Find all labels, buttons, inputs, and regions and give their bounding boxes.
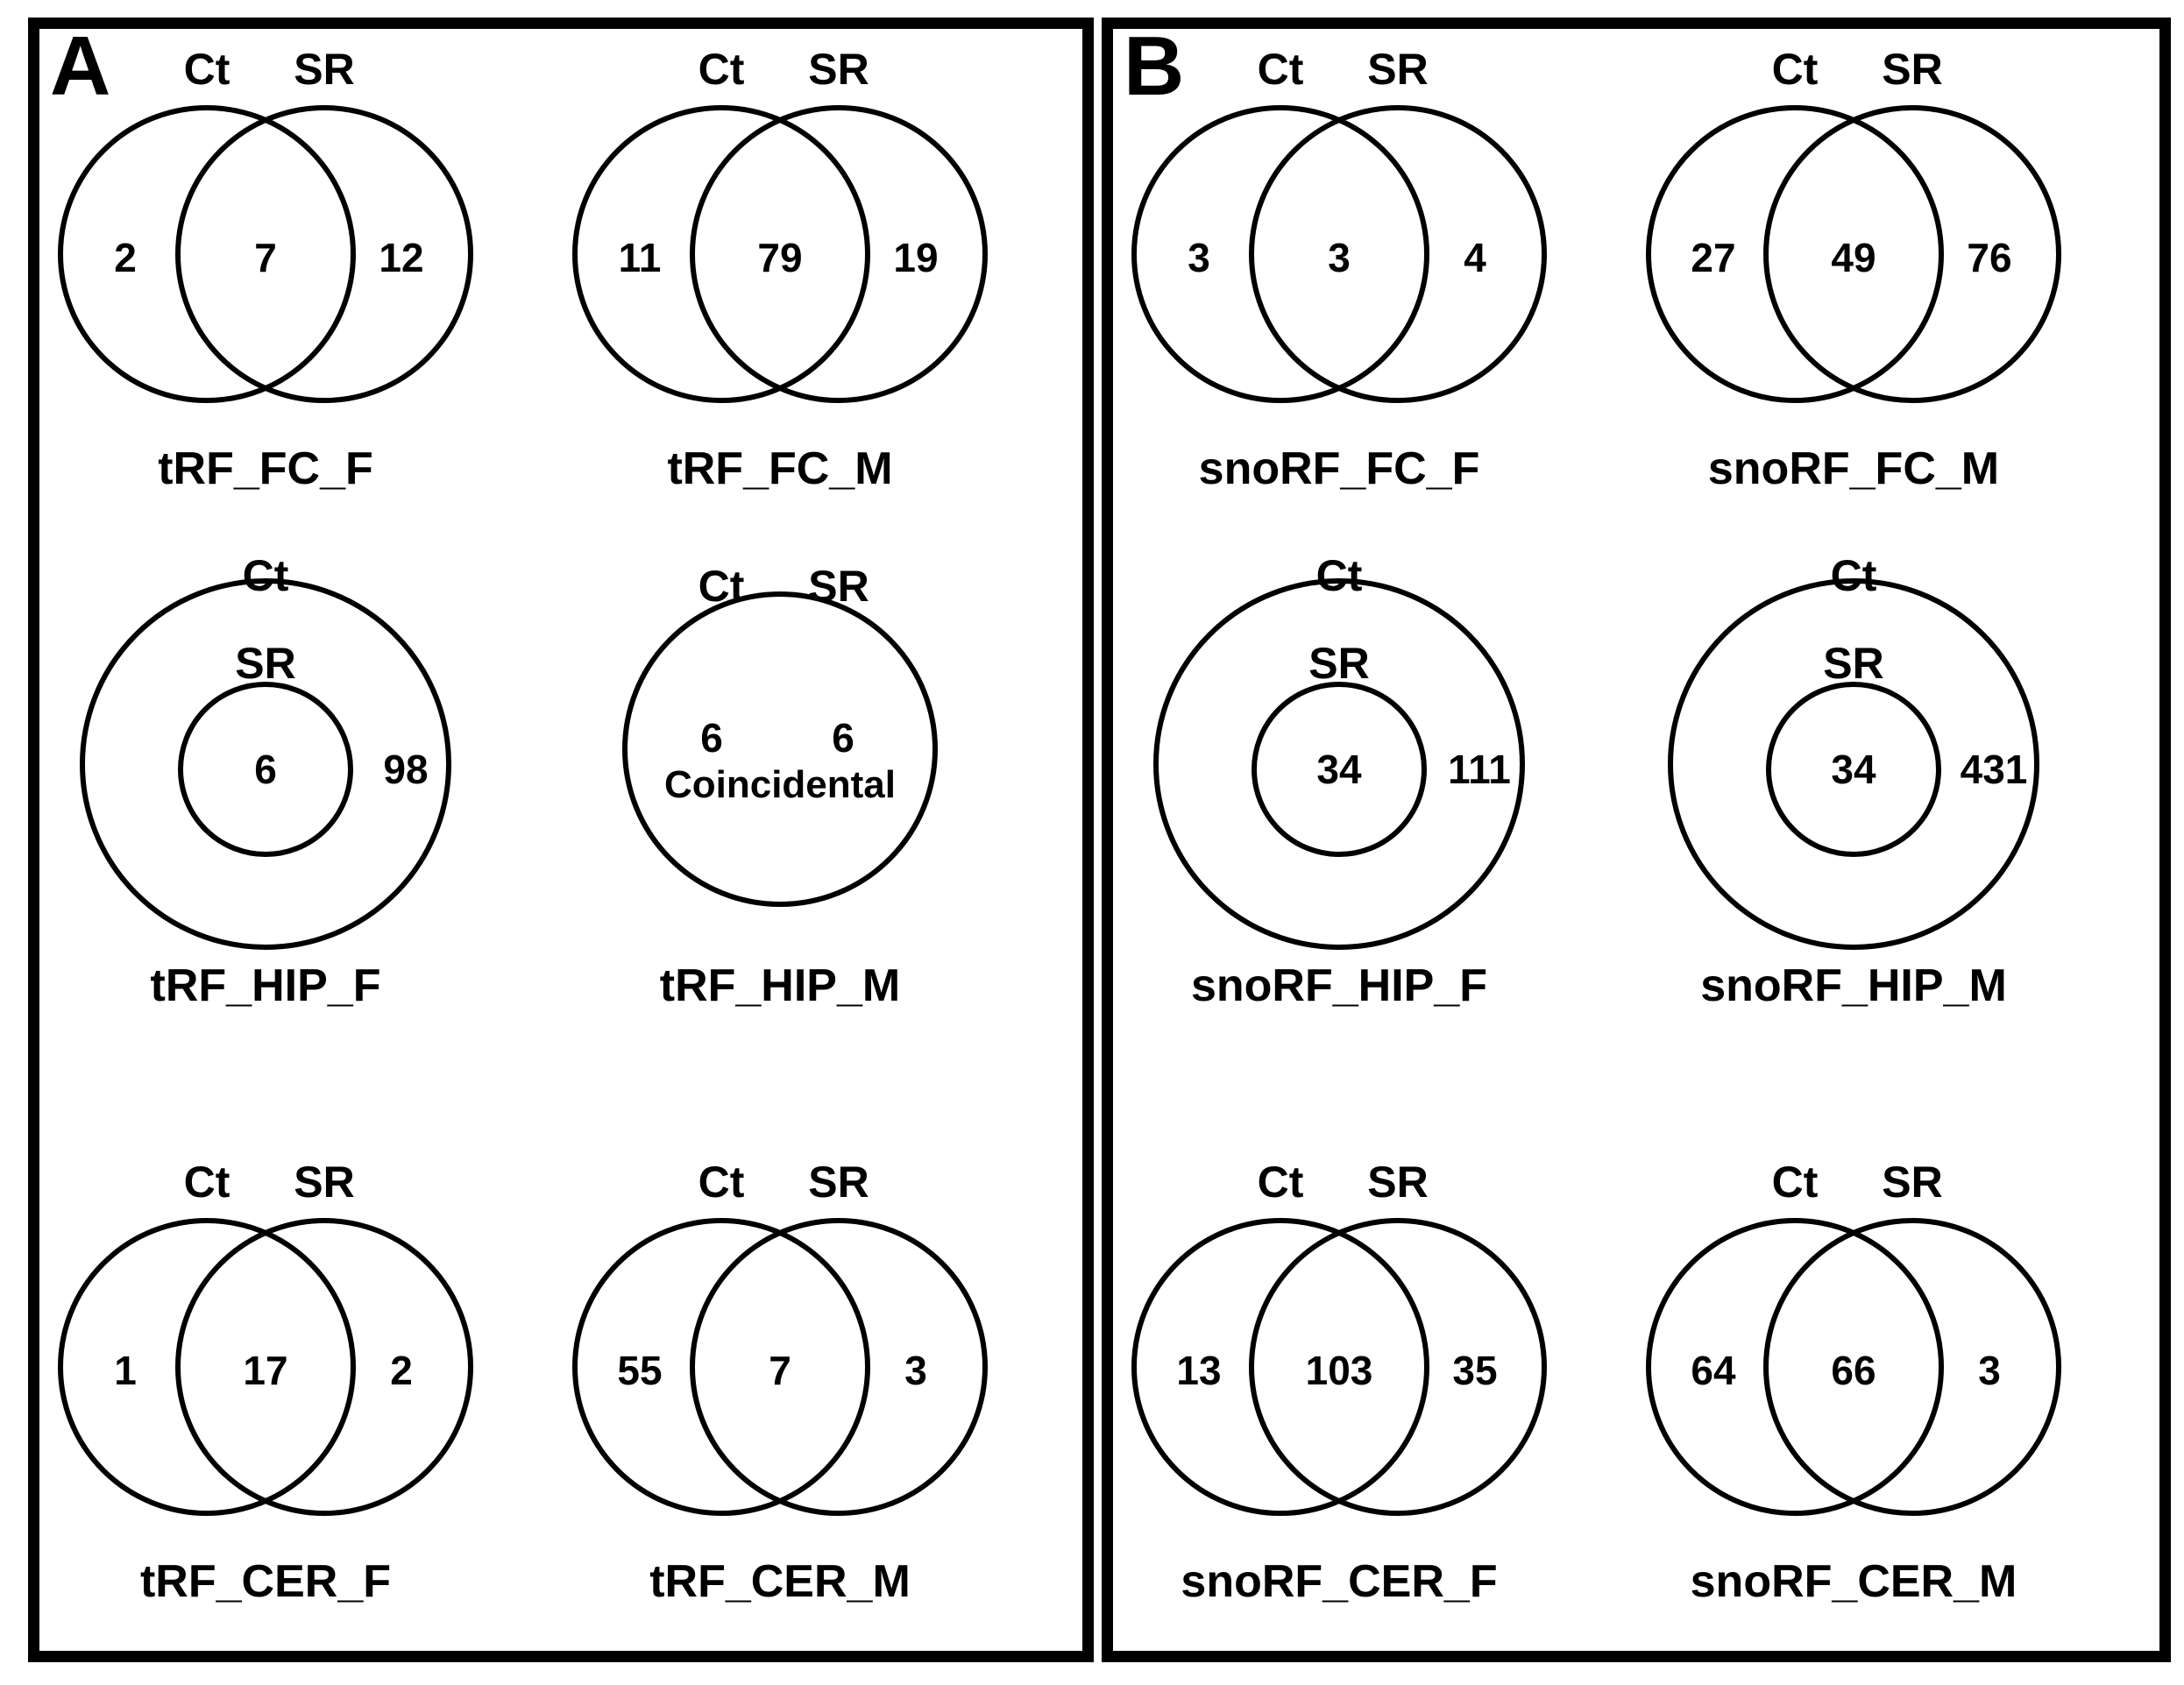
set-label-sr: SR [294,45,355,94]
sr-circle [175,105,473,403]
diagram-title: snoRF_HIP_F [1190,960,1488,1011]
set-label-ct: Ct [1257,45,1304,94]
count-ct-only: 64 [1691,1348,1736,1393]
count-ct-only: 2 [114,235,137,280]
venn-snorf-cer-f: Ct SR 13 103 35 snoRF_CER_F [1067,1155,1611,1663]
count-overlap: 7 [254,235,277,280]
set-label-ct: Ct [1771,45,1819,94]
count-overlap: 7 [769,1348,791,1393]
diagram-title: tRF_FC_M [667,443,893,494]
set-label-sr: SR [294,1158,355,1207]
sr-inner-circle [178,682,353,857]
diagram-title: snoRF_FC_M [1707,443,2000,494]
sr-circle [175,1218,473,1516]
coincidental-note: Coincidental [663,763,897,806]
set-label-sr: SR [1367,1158,1429,1207]
count-sr-only: 4 [1464,235,1486,280]
diagram-title: tRF_HIP_M [659,960,901,1011]
venn-trf-hip-f: Ct SR 6 98 tRF_HIP_F [0,551,537,1067]
diagram-title: tRF_CER_F [139,1556,392,1607]
count-inner: 6 [254,747,277,792]
count-sr-only: 12 [379,235,424,280]
sr-circle [1763,105,2061,403]
venn-snorf-hip-f: Ct SR 34 111 snoRF_HIP_F [1067,551,1611,1067]
sr-circle [690,1218,988,1516]
count-overlap: 66 [1831,1348,1876,1393]
count-ct: 6 [700,715,723,761]
ct-outer-circle [1153,578,1525,950]
diagram-title: tRF_FC_F [158,443,373,494]
coincidental-circle [622,591,938,907]
diagram-title: snoRF_HIP_M [1700,960,2007,1011]
diagram-title: snoRF_FC_F [1198,443,1480,494]
count-sr-only: 2 [390,1348,413,1393]
set-label-ct: Ct [183,45,230,94]
count-inner: 34 [1316,747,1362,792]
venn-trf-cer-f: Ct SR 1 17 2 tRF_CER_F [0,1155,537,1663]
ct-outer-circle [80,578,451,950]
set-label-sr: SR [808,45,869,94]
venn-trf-cer-m: Ct SR 55 7 3 tRF_CER_M [508,1155,1052,1663]
venn-trf-hip-m: Ct SR 6 6 Coincidental tRF_HIP_M [508,559,1052,1067]
count-overlap: 79 [757,235,803,280]
count-outer-only: 98 [383,747,429,792]
count-outer-only: 111 [1448,747,1511,792]
count-ct-only: 13 [1176,1348,1222,1393]
set-label-sr: SR [808,1158,869,1207]
set-label-ct: Ct [1257,1158,1304,1207]
count-overlap: 17 [243,1348,288,1393]
panel-b-letter: B [1124,19,1185,113]
count-sr-only: 76 [1967,235,2012,280]
count-sr: 6 [832,715,854,761]
venn-snorf-cer-m: Ct SR 64 66 3 snoRF_CER_M [1582,1155,2125,1663]
sr-inner-circle [1766,682,1941,857]
count-sr-only: 35 [1452,1348,1498,1393]
sr-circle [1763,1218,2061,1516]
set-label-ct: Ct [1771,1158,1819,1207]
sr-circle [1249,1218,1547,1516]
count-ct-only: 55 [617,1348,663,1393]
count-ct-only: 27 [1691,235,1736,280]
diagram-title: snoRF_CER_M [1690,1556,2017,1607]
venn-snorf-fc-m: Ct SR 27 49 76 snoRF_FC_M [1582,42,2125,550]
venn-trf-fc-m: Ct SR 11 79 19 tRF_FC_M [508,42,1052,550]
set-label-ct: Ct [698,45,745,94]
venn-snorf-hip-m: Ct SR 34 431 snoRF_HIP_M [1582,551,2125,1067]
set-label-sr: SR [1823,639,1884,688]
count-overlap: 3 [1328,235,1351,280]
count-inner: 34 [1831,747,1876,792]
set-label-sr: SR [235,639,296,688]
count-sr-only: 19 [893,235,939,280]
panel-a-letter: A [50,19,111,113]
count-sr-only: 3 [904,1348,927,1393]
set-label-sr: SR [1882,1158,1943,1207]
diagram-title: snoRF_CER_F [1181,1556,1498,1607]
count-overlap: 49 [1831,235,1876,280]
panel-a: A Ct SR 2 7 12 tRF_FC_F Ct SR 11 79 19 t… [28,18,1094,1662]
sr-inner-circle [1252,682,1427,857]
sr-circle [690,105,988,403]
count-outer-only: 431 [1960,747,2028,792]
set-label-ct: Ct [698,1158,745,1207]
set-label-ct: Ct [183,1158,230,1207]
diagram-title: tRF_CER_M [649,1556,911,1607]
diagram-title: tRF_HIP_F [150,960,381,1011]
count-overlap: 103 [1305,1348,1373,1393]
venn-snorf-fc-f: Ct SR 3 3 4 snoRF_FC_F [1067,42,1611,550]
set-label-sr: SR [1367,45,1429,94]
sr-circle [1249,105,1547,403]
set-label-sr: SR [1882,45,1943,94]
venn-trf-fc-f: Ct SR 2 7 12 tRF_FC_F [0,42,537,550]
count-sr-only: 3 [1978,1348,2001,1393]
set-label-sr: SR [1308,639,1370,688]
count-ct-only: 1 [114,1348,137,1393]
count-ct-only: 3 [1188,235,1210,280]
panel-b: B Ct SR 3 3 4 snoRF_FC_F Ct SR 27 49 76 … [1102,18,2171,1662]
count-ct-only: 11 [618,235,662,280]
ct-outer-circle [1668,578,2039,950]
